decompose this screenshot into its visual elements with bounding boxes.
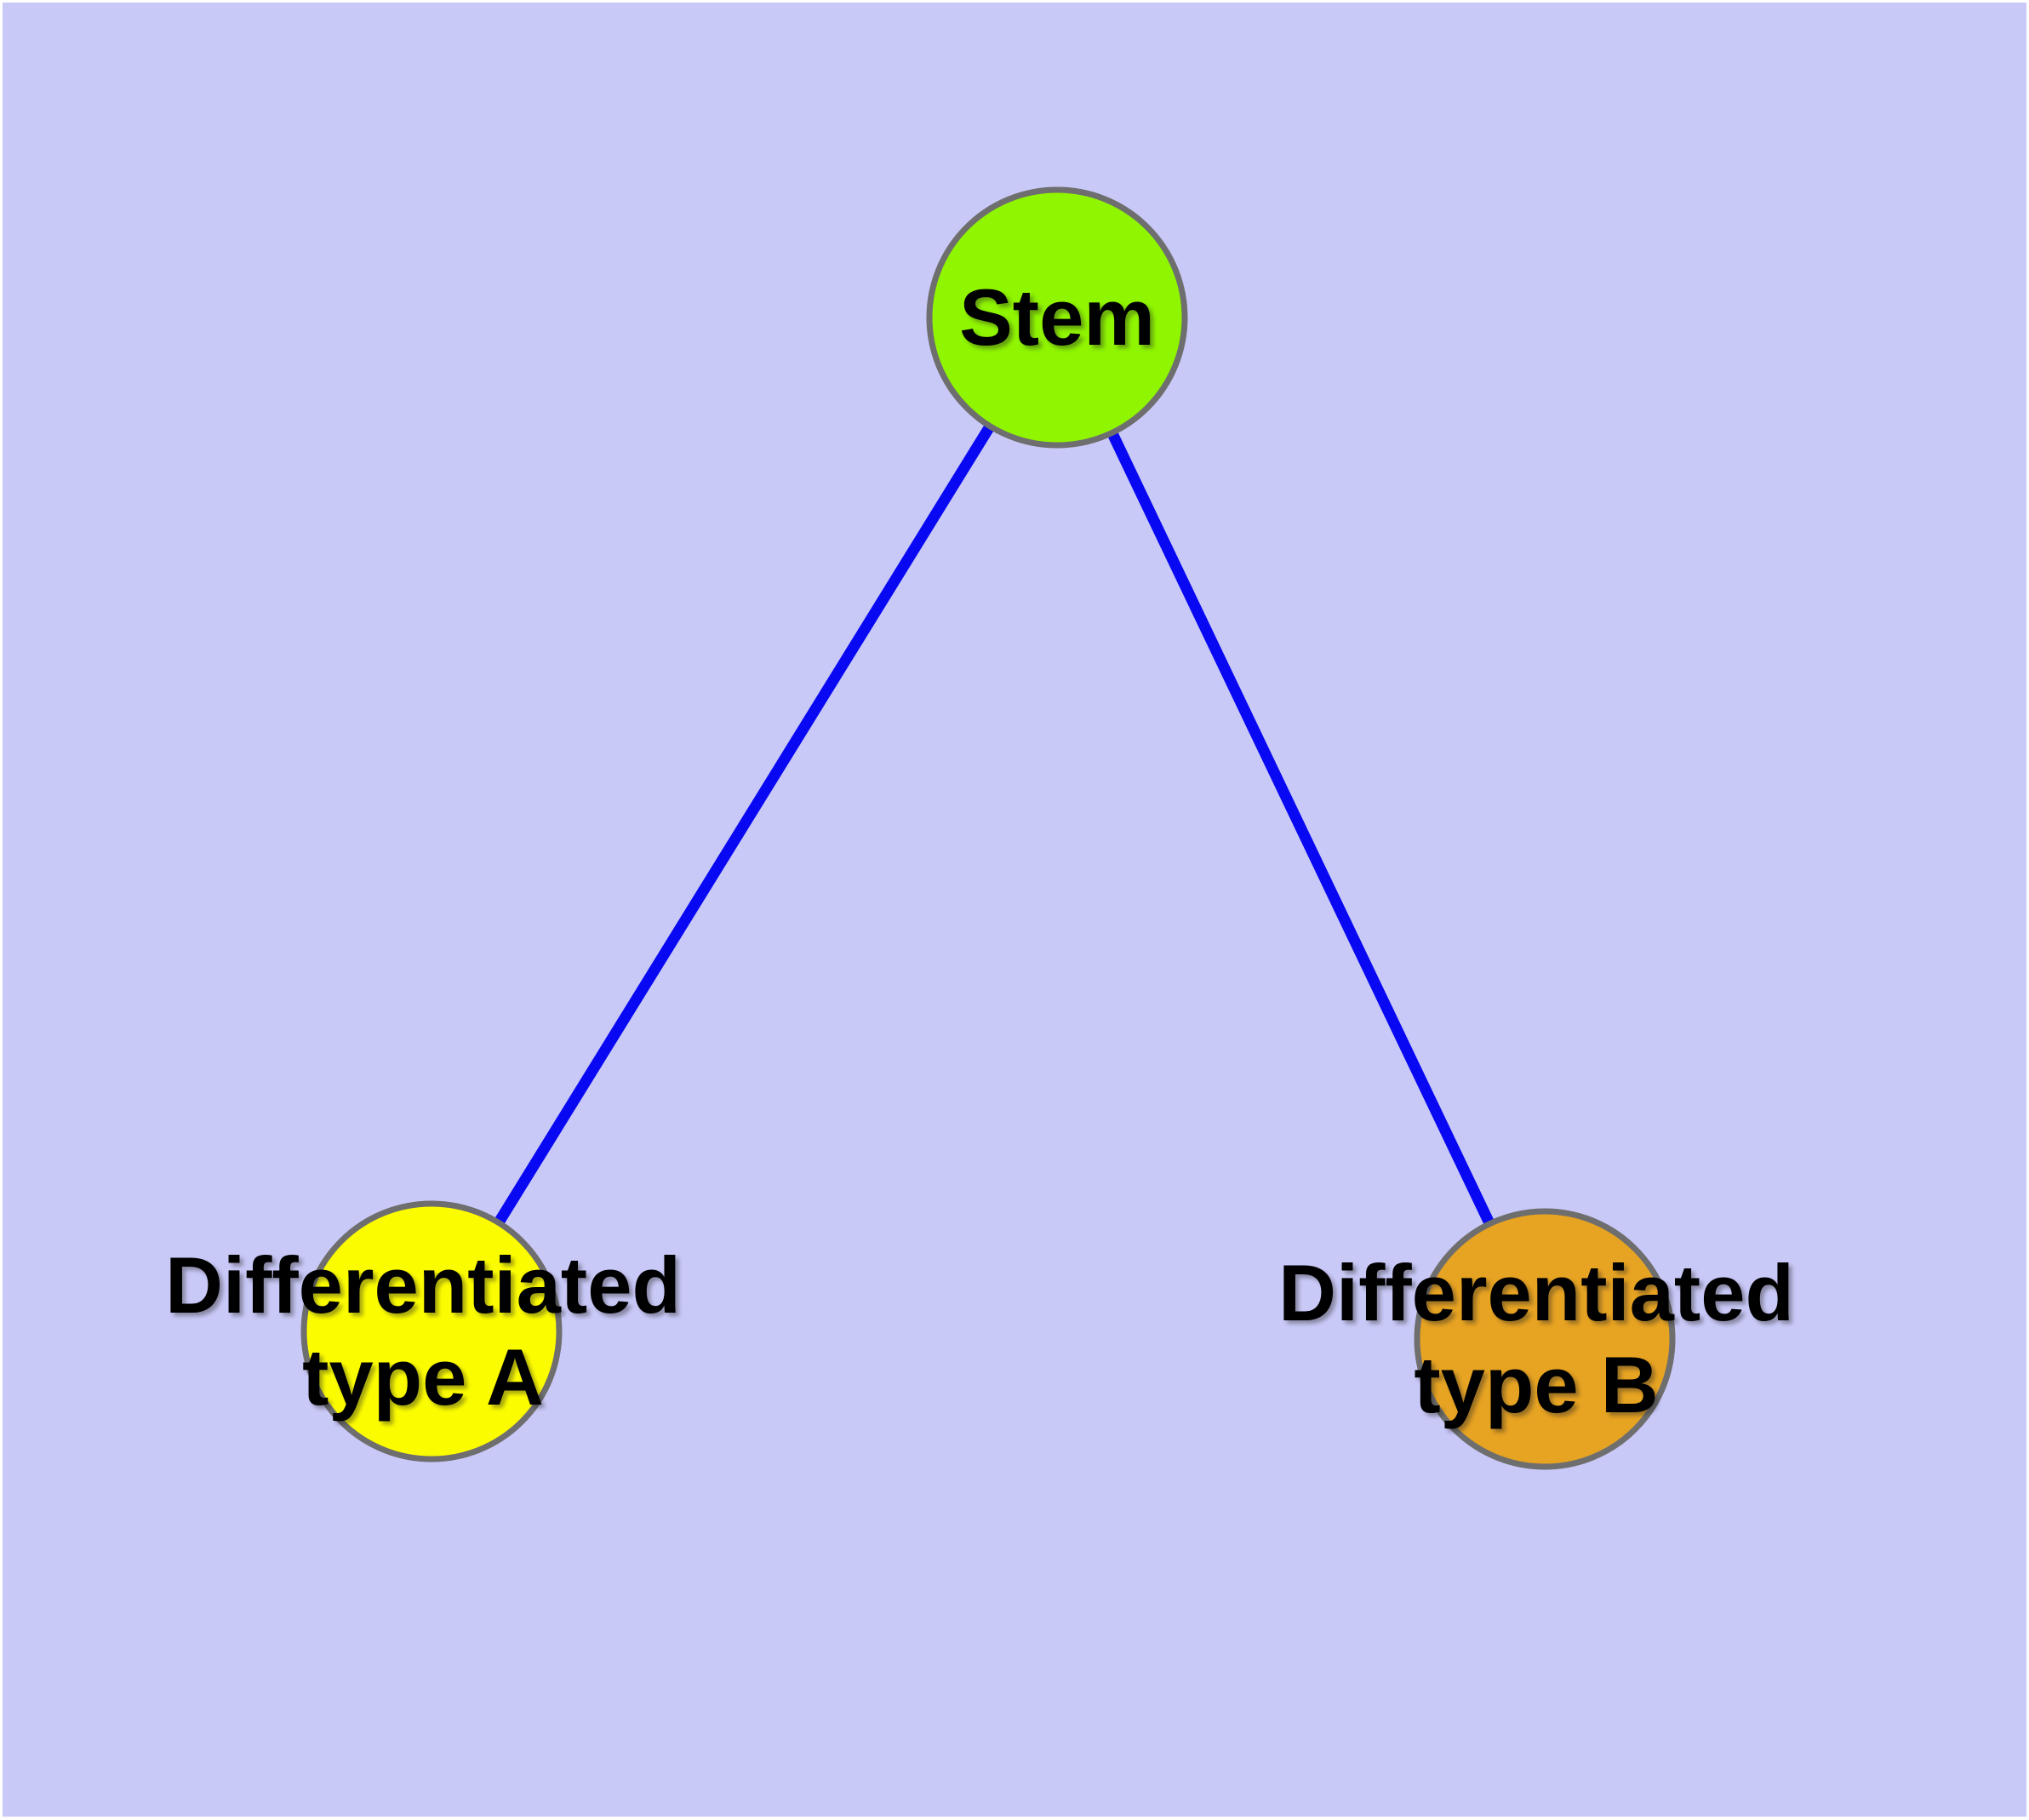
edge-stem-to-type-a — [426, 314, 1062, 1335]
node-stem — [926, 186, 1188, 449]
node-differentiated-type-a — [300, 1200, 563, 1462]
node-differentiated-type-b — [1414, 1208, 1676, 1470]
graph-nodes — [300, 186, 1676, 1470]
edge-stem-to-type-b — [1052, 315, 1550, 1342]
graph-edges — [426, 314, 1550, 1342]
